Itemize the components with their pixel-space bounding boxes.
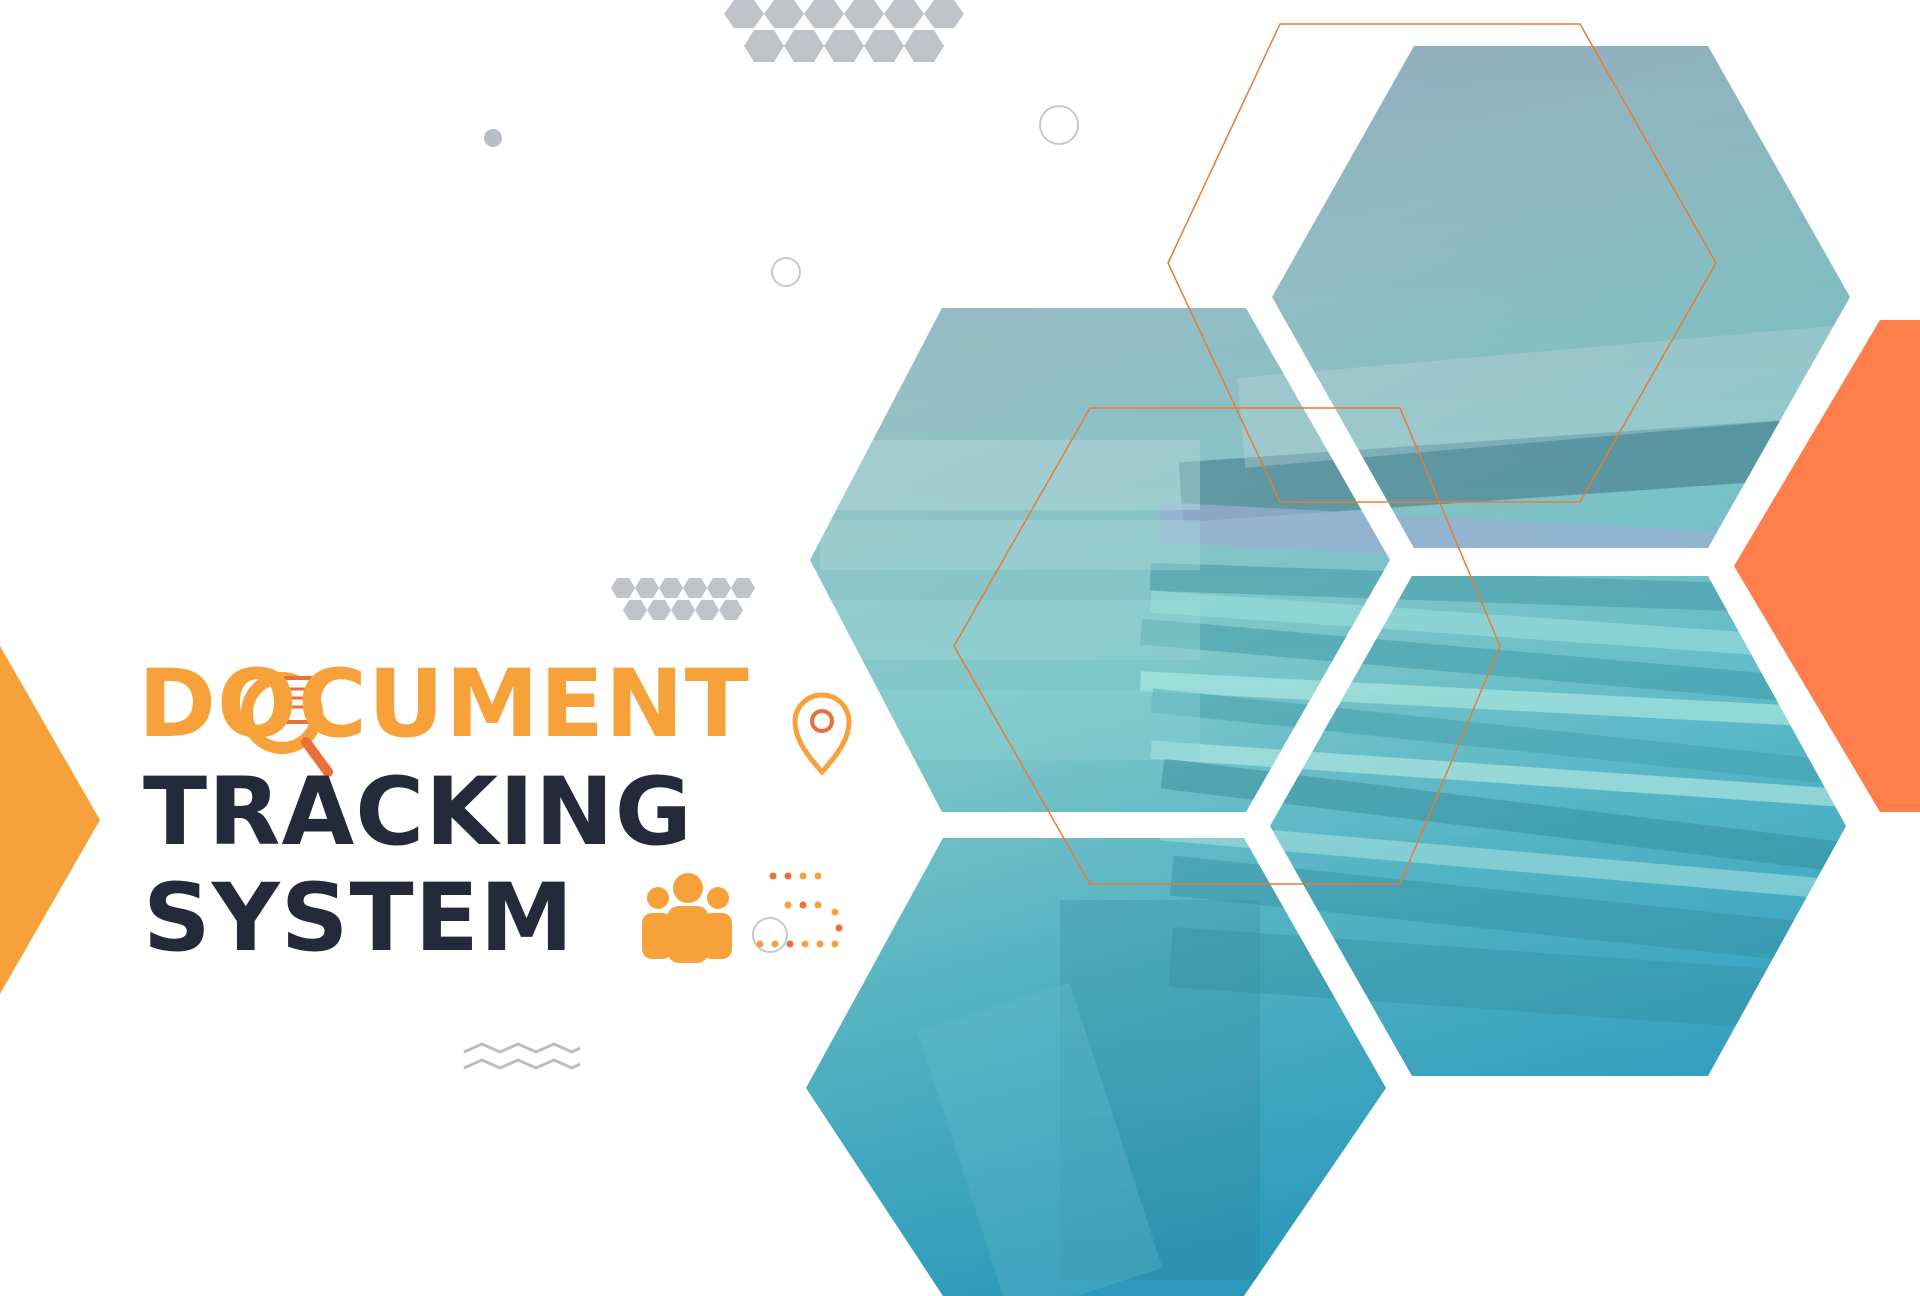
decor-circle	[771, 257, 801, 287]
people-group-icon	[642, 873, 732, 963]
outline-hexagon-top	[1167, 23, 1717, 503]
title-line-document: DOCUMENT	[138, 658, 750, 752]
title-line-tracking-text: TRACKING	[143, 758, 693, 867]
title-line-system: SYSTEM	[143, 872, 574, 966]
dotted-route-icon	[756, 872, 843, 948]
title-line-tracking: TRACKING	[143, 766, 693, 860]
coral-hexagon	[1734, 320, 1920, 812]
title-line-system-text: SYSTEM	[143, 864, 575, 973]
outline-hexagon-middle	[953, 407, 1501, 885]
orange-chevron	[0, 646, 100, 994]
decor-dot	[484, 129, 502, 147]
zigzag-lines	[463, 1042, 581, 1070]
magnifier-document-icon	[241, 672, 333, 777]
title-line-document-text: DOCUMENT	[138, 650, 750, 759]
honeycomb-pattern-top	[724, 0, 964, 62]
location-pin-icon	[792, 692, 852, 776]
document-stack-photo	[806, 46, 1850, 1296]
decor-circle	[1039, 105, 1079, 145]
decor-circle	[752, 917, 788, 953]
honeycomb-pattern-small	[611, 578, 755, 620]
